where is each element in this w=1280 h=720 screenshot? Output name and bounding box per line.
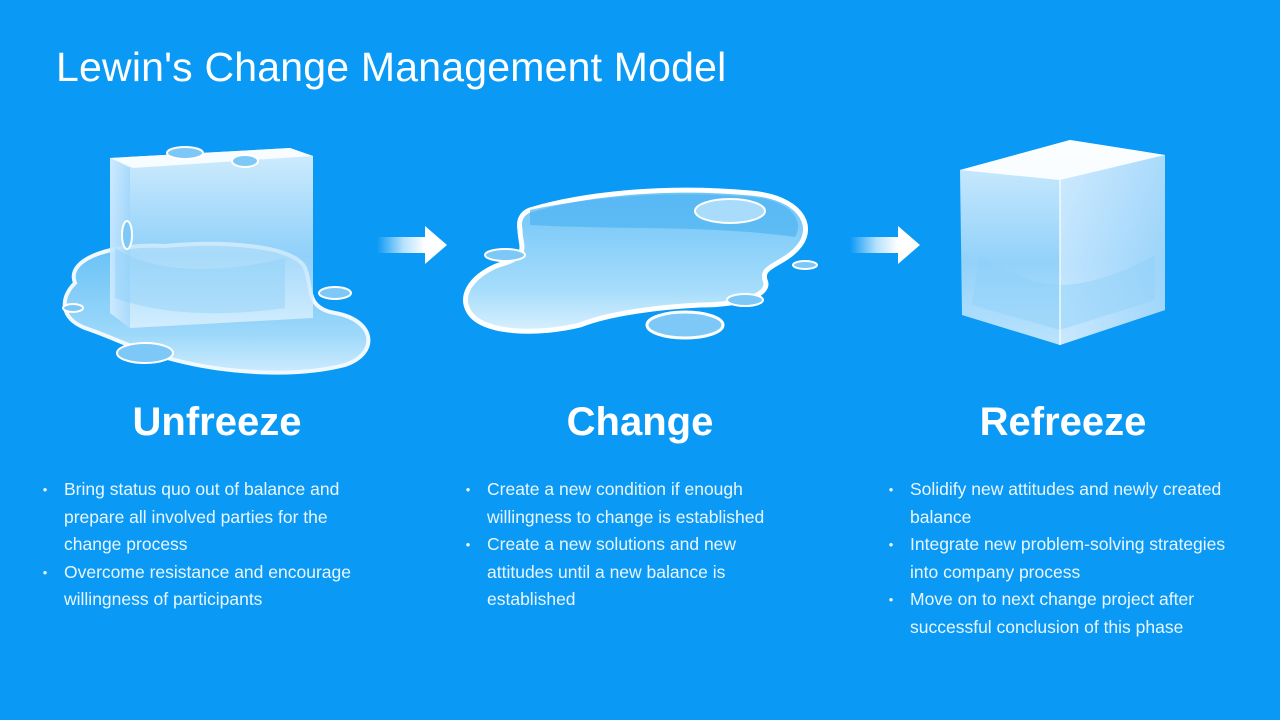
list-item: •Create a new solutions and new attitude…: [465, 534, 737, 610]
refreeze-bullet-list: •Solidify new attitudes and newly create…: [886, 476, 1251, 642]
stage-heading-unfreeze: Unfreeze: [132, 400, 302, 444]
list-item: •Integrate new problem-solving strategie…: [888, 534, 1226, 582]
list-item: •Overcome resistance and encourage willi…: [42, 561, 351, 610]
ice-cube-illustration: [960, 140, 1165, 345]
melting-ice-cube-illustration: [62, 146, 371, 375]
stage-heading-refreeze: Refreeze: [979, 400, 1147, 444]
stage-heading-change: Change: [566, 400, 714, 444]
unfreeze-bullet-list: •Bring status quo out of balance and pre…: [40, 476, 375, 614]
list-item: •Solidify new attitudes and newly create…: [888, 479, 1222, 527]
change-bullet-list: •Create a new condition if enough willin…: [463, 476, 788, 614]
arrow-right-icon: [850, 226, 920, 264]
arrow-right-icon: [377, 226, 447, 264]
slide-title: Lewin's Change Management Model: [56, 44, 727, 90]
list-item: •Bring status quo out of balance and pre…: [42, 479, 340, 555]
list-item: •Create a new condition if enough willin…: [465, 479, 765, 527]
water-puddle-illustration: [463, 187, 818, 340]
list-item: •Move on to next change project after su…: [888, 589, 1195, 637]
